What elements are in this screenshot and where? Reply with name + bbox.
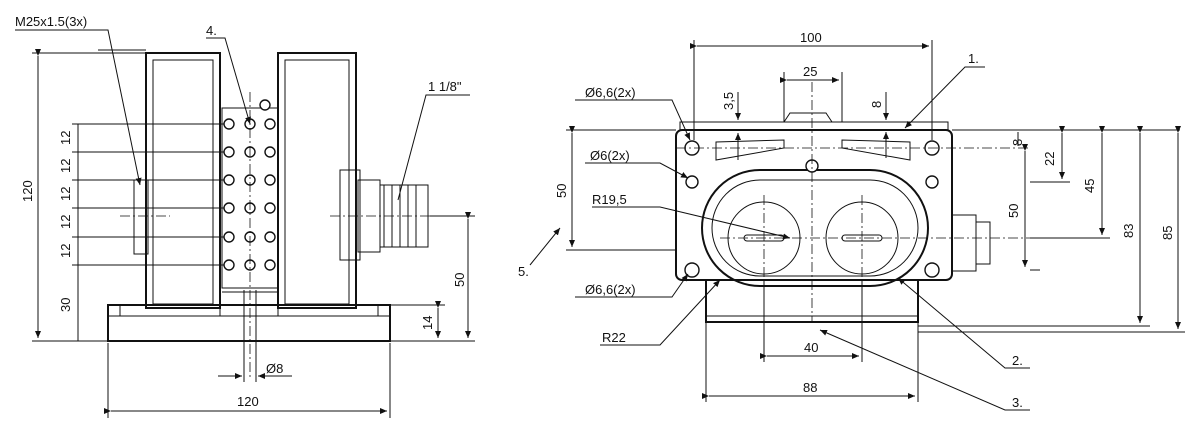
- ref-1-label: 1.: [968, 51, 979, 66]
- bottom-dimension: 30: [58, 298, 73, 312]
- contact-chamber: [701, 169, 929, 287]
- ref-2-label: 2.: [1012, 353, 1023, 368]
- dim-50-left: 50: [554, 184, 569, 198]
- spacing-dim-1: 12: [58, 131, 73, 145]
- terminal-screws: [223, 99, 276, 271]
- spacing-dim-3: 12: [58, 187, 73, 201]
- side-view: [15, 29, 475, 418]
- dim-40: 40: [804, 340, 818, 355]
- height-dimension: 120: [20, 180, 35, 202]
- dim-45: 45: [1082, 179, 1097, 193]
- dim-3-5: 3,5: [721, 92, 736, 110]
- r195-label: R19,5: [592, 192, 627, 207]
- hole-66-bottom-label: Ø6,6(2x): [585, 282, 636, 297]
- side-gland: [951, 214, 977, 272]
- front-body: [675, 129, 953, 281]
- top-width-dimension: 100: [800, 30, 822, 45]
- spacing-dim-4: 12: [58, 215, 73, 229]
- dim-83: 83: [1121, 224, 1136, 238]
- dim-85: 85: [1160, 226, 1175, 240]
- mount-hole-br: [924, 262, 940, 278]
- spacing-dim-5: 12: [58, 244, 73, 258]
- fix-hole-l: [685, 175, 699, 189]
- hole-height-dimension: 50: [452, 273, 467, 287]
- mount-hole-bl: [684, 262, 700, 278]
- dim-88: 88: [803, 380, 817, 395]
- hole-6-label: Ø6(2x): [590, 148, 630, 163]
- right-housing: [277, 52, 357, 309]
- ref-5-label: 5.: [518, 264, 529, 279]
- dim-50-right: 50: [1006, 204, 1021, 218]
- actuator-knob: [783, 112, 833, 123]
- hole-66-top-label: Ø6,6(2x): [585, 85, 636, 100]
- dim-8-side: 8: [1010, 139, 1025, 146]
- hole-dia-dimension: Ø8: [266, 361, 283, 376]
- ref-4-label: 4.: [206, 23, 217, 38]
- base-width-dimension: 120: [237, 394, 259, 409]
- fix-hole-r: [925, 175, 939, 189]
- dim-22: 22: [1042, 152, 1057, 166]
- dim-8-top: 8: [869, 101, 884, 108]
- npt-label: 1 1/8": [428, 79, 462, 94]
- slot-dimension: 25: [803, 64, 817, 79]
- spacing-dim-2: 12: [58, 159, 73, 173]
- cable-gland: [339, 169, 429, 261]
- base-plate: [107, 304, 391, 342]
- ref-3-label: 3.: [1012, 395, 1023, 410]
- r22-label: R22: [602, 330, 626, 345]
- foot-dimension: 14: [420, 316, 435, 330]
- thread-label: M25x1.5(3x): [15, 14, 87, 29]
- front-view: [529, 40, 1185, 411]
- terminal-block: [221, 107, 279, 289]
